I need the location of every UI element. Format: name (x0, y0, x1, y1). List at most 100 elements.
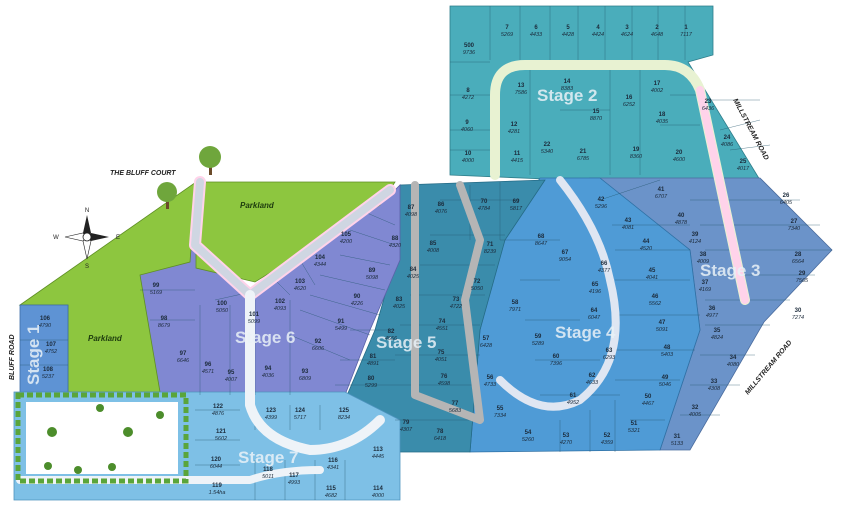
lot-74[interactable]: 744551 (436, 319, 448, 332)
lot-70[interactable]: 704784 (478, 199, 490, 212)
lot-29[interactable]: 297565 (796, 271, 809, 284)
lot-84[interactable]: 844025 (407, 267, 420, 280)
lot-33[interactable]: 334308 (708, 379, 721, 392)
lot-49[interactable]: 495046 (659, 375, 672, 388)
lot-53[interactable]: 534270 (560, 433, 573, 446)
lot-44[interactable]: 444520 (640, 239, 653, 252)
lot-94[interactable]: 944036 (262, 366, 275, 379)
lot-2[interactable]: 24648 (651, 25, 664, 38)
lot-118[interactable]: 1185011 (262, 467, 274, 480)
lot-55[interactable]: 557334 (494, 406, 506, 419)
lot-54[interactable]: 545260 (522, 430, 535, 443)
lot-101[interactable]: 1015099 (248, 312, 260, 325)
lot-79[interactable]: 794307 (400, 420, 413, 433)
lot-65[interactable]: 654196 (589, 282, 602, 295)
lot-96[interactable]: 964571 (202, 362, 214, 375)
lot-68[interactable]: 688647 (535, 234, 548, 247)
lot-41[interactable]: 416707 (655, 187, 668, 200)
lot-61[interactable]: 614952 (567, 393, 579, 406)
lot-59[interactable]: 595289 (532, 334, 544, 347)
lot-77[interactable]: 775683 (449, 401, 462, 414)
lot-40[interactable]: 404878 (675, 213, 688, 226)
lot-20[interactable]: 204600 (673, 150, 686, 163)
lot-4[interactable]: 44424 (592, 25, 604, 38)
lot-91[interactable]: 915499 (335, 319, 347, 332)
lot-16[interactable]: 166252 (623, 95, 635, 108)
lot-57[interactable]: 576428 (480, 336, 493, 349)
lot-6[interactable]: 64433 (530, 25, 543, 38)
lot-122[interactable]: 1224876 (212, 404, 225, 417)
lot-63[interactable]: 636293 (603, 348, 616, 361)
lot-17[interactable]: 174002 (651, 81, 663, 94)
lot-104[interactable]: 1044344 (314, 255, 326, 268)
lot-13[interactable]: 137586 (515, 83, 528, 96)
lot-3[interactable]: 34624 (621, 25, 633, 38)
lot-67[interactable]: 679054 (559, 250, 571, 263)
lot-11[interactable]: 114415 (511, 151, 524, 164)
lot-88[interactable]: 884320 (389, 236, 402, 249)
lot-113[interactable]: 1134445 (372, 447, 385, 460)
lot-25[interactable]: 254017 (737, 159, 750, 172)
lot-116[interactable]: 1164341 (327, 458, 339, 471)
lot-12[interactable]: 124281 (508, 122, 520, 135)
lot-32[interactable]: 324005 (689, 405, 702, 418)
lot-120[interactable]: 1206044 (210, 457, 222, 470)
lot-85[interactable]: 854008 (427, 241, 440, 254)
lot-5[interactable]: 54428 (562, 25, 575, 38)
lot-76[interactable]: 764598 (438, 374, 451, 387)
lot-102[interactable]: 1024093 (274, 299, 287, 312)
lot-60[interactable]: 607396 (550, 354, 563, 367)
lot-37[interactable]: 374169 (699, 280, 711, 293)
lot-123[interactable]: 1234399 (265, 408, 277, 421)
lot-81[interactable]: 814891 (367, 354, 379, 367)
lot-97[interactable]: 976646 (177, 351, 190, 364)
lot-30[interactable]: 307274 (792, 308, 804, 321)
lot-46[interactable]: 465562 (649, 294, 661, 307)
lot-15[interactable]: 158870 (590, 109, 603, 122)
lot-51[interactable]: 515321 (628, 421, 640, 434)
lot-23[interactable]: 236436 (702, 99, 715, 112)
lot-34[interactable]: 344080 (727, 355, 740, 368)
lot-31[interactable]: 315133 (671, 434, 684, 447)
lot-38[interactable]: 384009 (697, 252, 709, 265)
lot-58[interactable]: 587971 (509, 300, 521, 313)
lot-22[interactable]: 225340 (541, 142, 554, 155)
lot-92[interactable]: 926606 (312, 339, 325, 352)
lot-78[interactable]: 786418 (434, 429, 447, 442)
lot-39[interactable]: 394124 (689, 232, 701, 245)
lot-19[interactable]: 198360 (630, 147, 643, 160)
lot-24[interactable]: 244086 (721, 135, 734, 148)
lot-124[interactable]: 1245717 (294, 408, 307, 421)
lot-500[interactable]: 5009736 (463, 43, 476, 56)
lot-35[interactable]: 354824 (711, 328, 723, 341)
lot-108[interactable]: 1085237 (42, 367, 55, 380)
lot-90[interactable]: 904226 (351, 294, 364, 307)
lot-125[interactable]: 1258234 (338, 408, 350, 421)
lot-107[interactable]: 1074752 (45, 342, 57, 355)
lot-45[interactable]: 454041 (646, 268, 658, 281)
lot-72[interactable]: 725050 (471, 279, 484, 292)
lot-14[interactable]: 148383 (561, 79, 574, 92)
lot-8[interactable]: 84272 (462, 88, 474, 101)
lot-10[interactable]: 104000 (462, 151, 475, 164)
lot-86[interactable]: 864076 (435, 202, 448, 215)
lot-7[interactable]: 75269 (501, 25, 513, 38)
lot-73[interactable]: 734722 (450, 297, 462, 310)
lot-117[interactable]: 1174993 (288, 473, 301, 486)
lot-98[interactable]: 988679 (158, 316, 170, 329)
lot-28[interactable]: 286564 (792, 252, 804, 265)
lot-43[interactable]: 434081 (622, 218, 634, 231)
lot-119[interactable]: 1191.54ha (209, 483, 226, 496)
lot-103[interactable]: 1034620 (294, 279, 307, 292)
lot-87[interactable]: 874098 (405, 205, 418, 218)
lot-106[interactable]: 1064790 (39, 316, 52, 329)
lot-9[interactable]: 94060 (461, 120, 474, 133)
lot-121[interactable]: 1215602 (215, 429, 227, 442)
lot-48[interactable]: 485403 (661, 345, 674, 358)
lot-99[interactable]: 995169 (150, 283, 162, 296)
lot-26[interactable]: 266405 (780, 193, 793, 206)
lot-66[interactable]: 664377 (598, 261, 611, 274)
lot-21[interactable]: 216785 (577, 149, 590, 162)
lot-95[interactable]: 954007 (225, 370, 238, 383)
lot-82[interactable]: 824556 (385, 329, 398, 342)
